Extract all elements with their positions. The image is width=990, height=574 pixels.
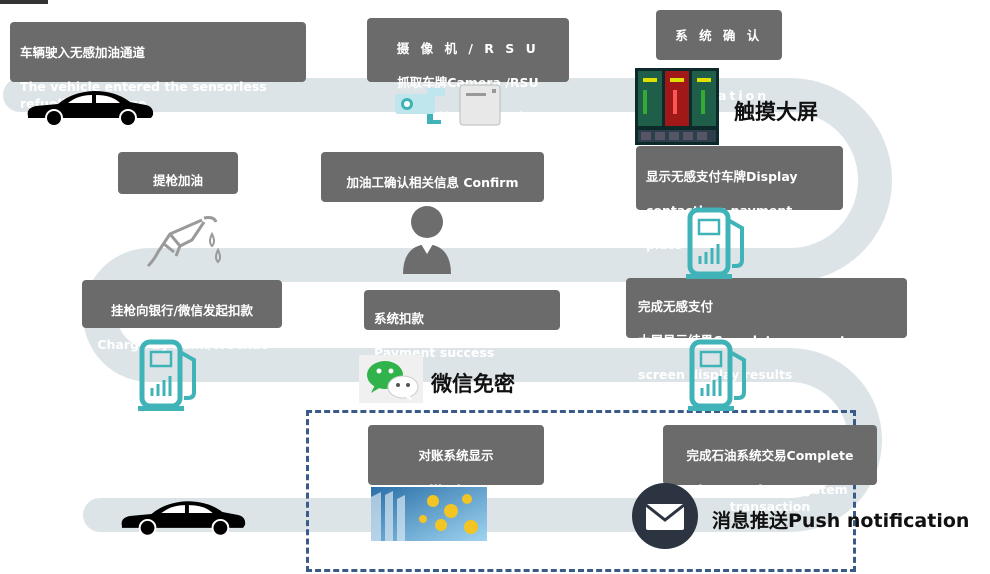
rsu-device-icon — [459, 84, 501, 126]
label-reconciliation: 对账系统显示 Reconciliation system display — [368, 425, 544, 514]
fuel-pump-icon — [688, 339, 746, 411]
label-system-validation: 系 统 确 认 system validation — [656, 10, 782, 103]
label-display-plate: 显示无感支付车牌Display contactless payment lice… — [636, 146, 843, 252]
label-refueling: 提枪加油 Refueling — [118, 152, 238, 222]
label-payment-success: 系统扣款 Payment success — [364, 290, 560, 360]
person-icon — [403, 206, 451, 274]
label-camera-rsu: 摄 像 机 / R S U 抓取车牌Camera /RSU grabs lice… — [367, 18, 569, 124]
fuel-pump-icon — [686, 207, 744, 279]
fuel-pump-icon — [138, 339, 196, 411]
wechat-icon — [359, 355, 423, 403]
caption-push-notification: 消息推送Push notification — [712, 510, 970, 532]
caption-touchscreen: 触摸大屏 — [734, 100, 818, 124]
dashed-highlight-box — [306, 410, 856, 572]
label-confirm-information: 加油工确认相关信息 Confirm the relevant informati… — [321, 152, 544, 224]
label-vehicle-entry: 车辆驶入无感加油通道 The vehicle entered the senso… — [10, 22, 306, 111]
camera-icon — [395, 88, 445, 124]
label-complete-payment: 完成无感支付 大屏显示结果Complete payment screen dis… — [626, 278, 907, 382]
caption-wechat: 微信免密 — [431, 372, 515, 396]
label-petroleum-transaction: 完成石油系统交易Complete the petroleum system tr… — [663, 425, 877, 514]
fuel-nozzle-icon — [146, 216, 221, 268]
coins-image — [371, 487, 487, 541]
car-icon — [121, 501, 246, 536]
label-charge-bank-wechat: 挂枪向银行/微信发起扣款 Charge by bank/WeChat — [82, 280, 282, 352]
envelope-icon — [632, 483, 698, 549]
touchscreen-icon — [635, 68, 719, 145]
top-left-bar — [0, 0, 48, 4]
car-icon — [27, 91, 154, 126]
